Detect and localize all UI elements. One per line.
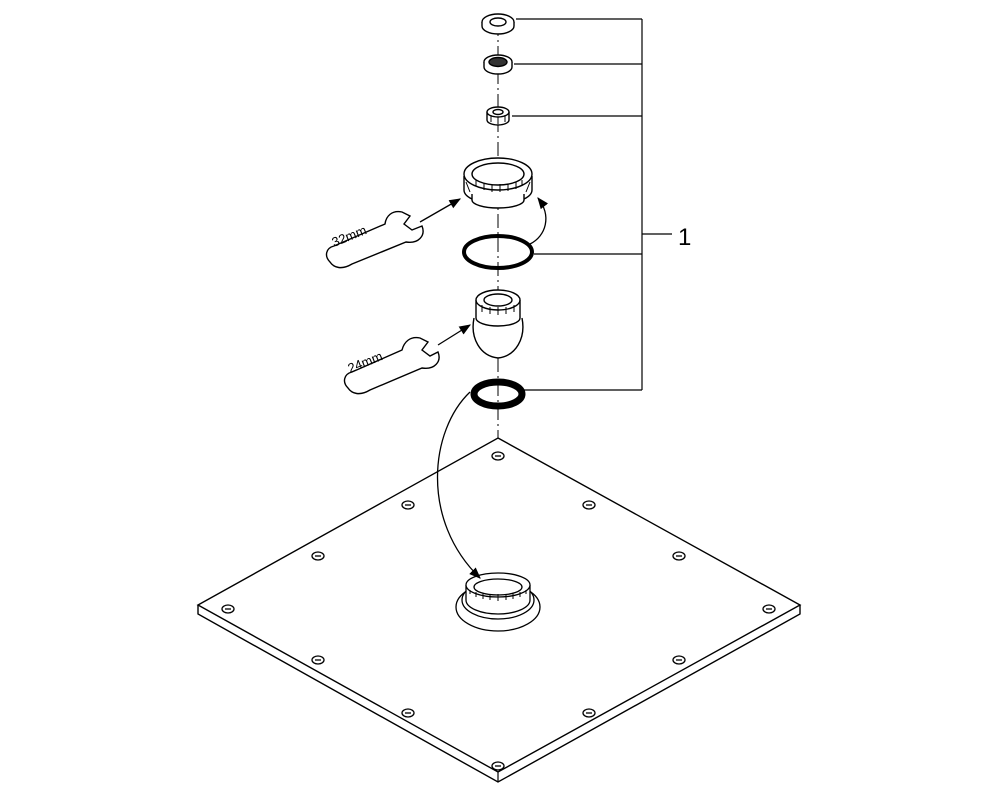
screw: [401, 708, 415, 718]
flow-restrictor: [486, 106, 510, 126]
screw: [491, 761, 505, 771]
flat-seal: [470, 378, 526, 410]
filter-screen: [483, 54, 513, 75]
hex-nut-connector: [463, 157, 533, 209]
wrench-32mm: 32mm: [325, 210, 424, 269]
callout-bracket: [512, 18, 672, 391]
wrench-32mm-arrow: [419, 198, 462, 223]
shower-head-plate: [196, 437, 802, 783]
wrench-24mm-arrow: [437, 324, 471, 346]
screw: [582, 500, 596, 510]
flat-washer: [481, 13, 515, 35]
callout-number: 1: [678, 224, 691, 251]
seal-insertion-arrow: [436, 391, 481, 579]
wrench-24mm: 24mm: [343, 336, 440, 395]
screw: [672, 655, 686, 665]
ball-joint: [472, 289, 524, 359]
screw: [311, 655, 325, 665]
o-ring: [462, 234, 534, 270]
plate-ball-socket: [455, 572, 541, 632]
screw: [401, 500, 415, 510]
screw: [672, 551, 686, 561]
tighten-rotation-arrow: [529, 197, 549, 245]
screw: [491, 451, 505, 461]
screw: [762, 604, 776, 614]
screw: [221, 604, 235, 614]
plate-screws: [221, 451, 776, 771]
screw: [311, 551, 325, 561]
screw: [582, 708, 596, 718]
